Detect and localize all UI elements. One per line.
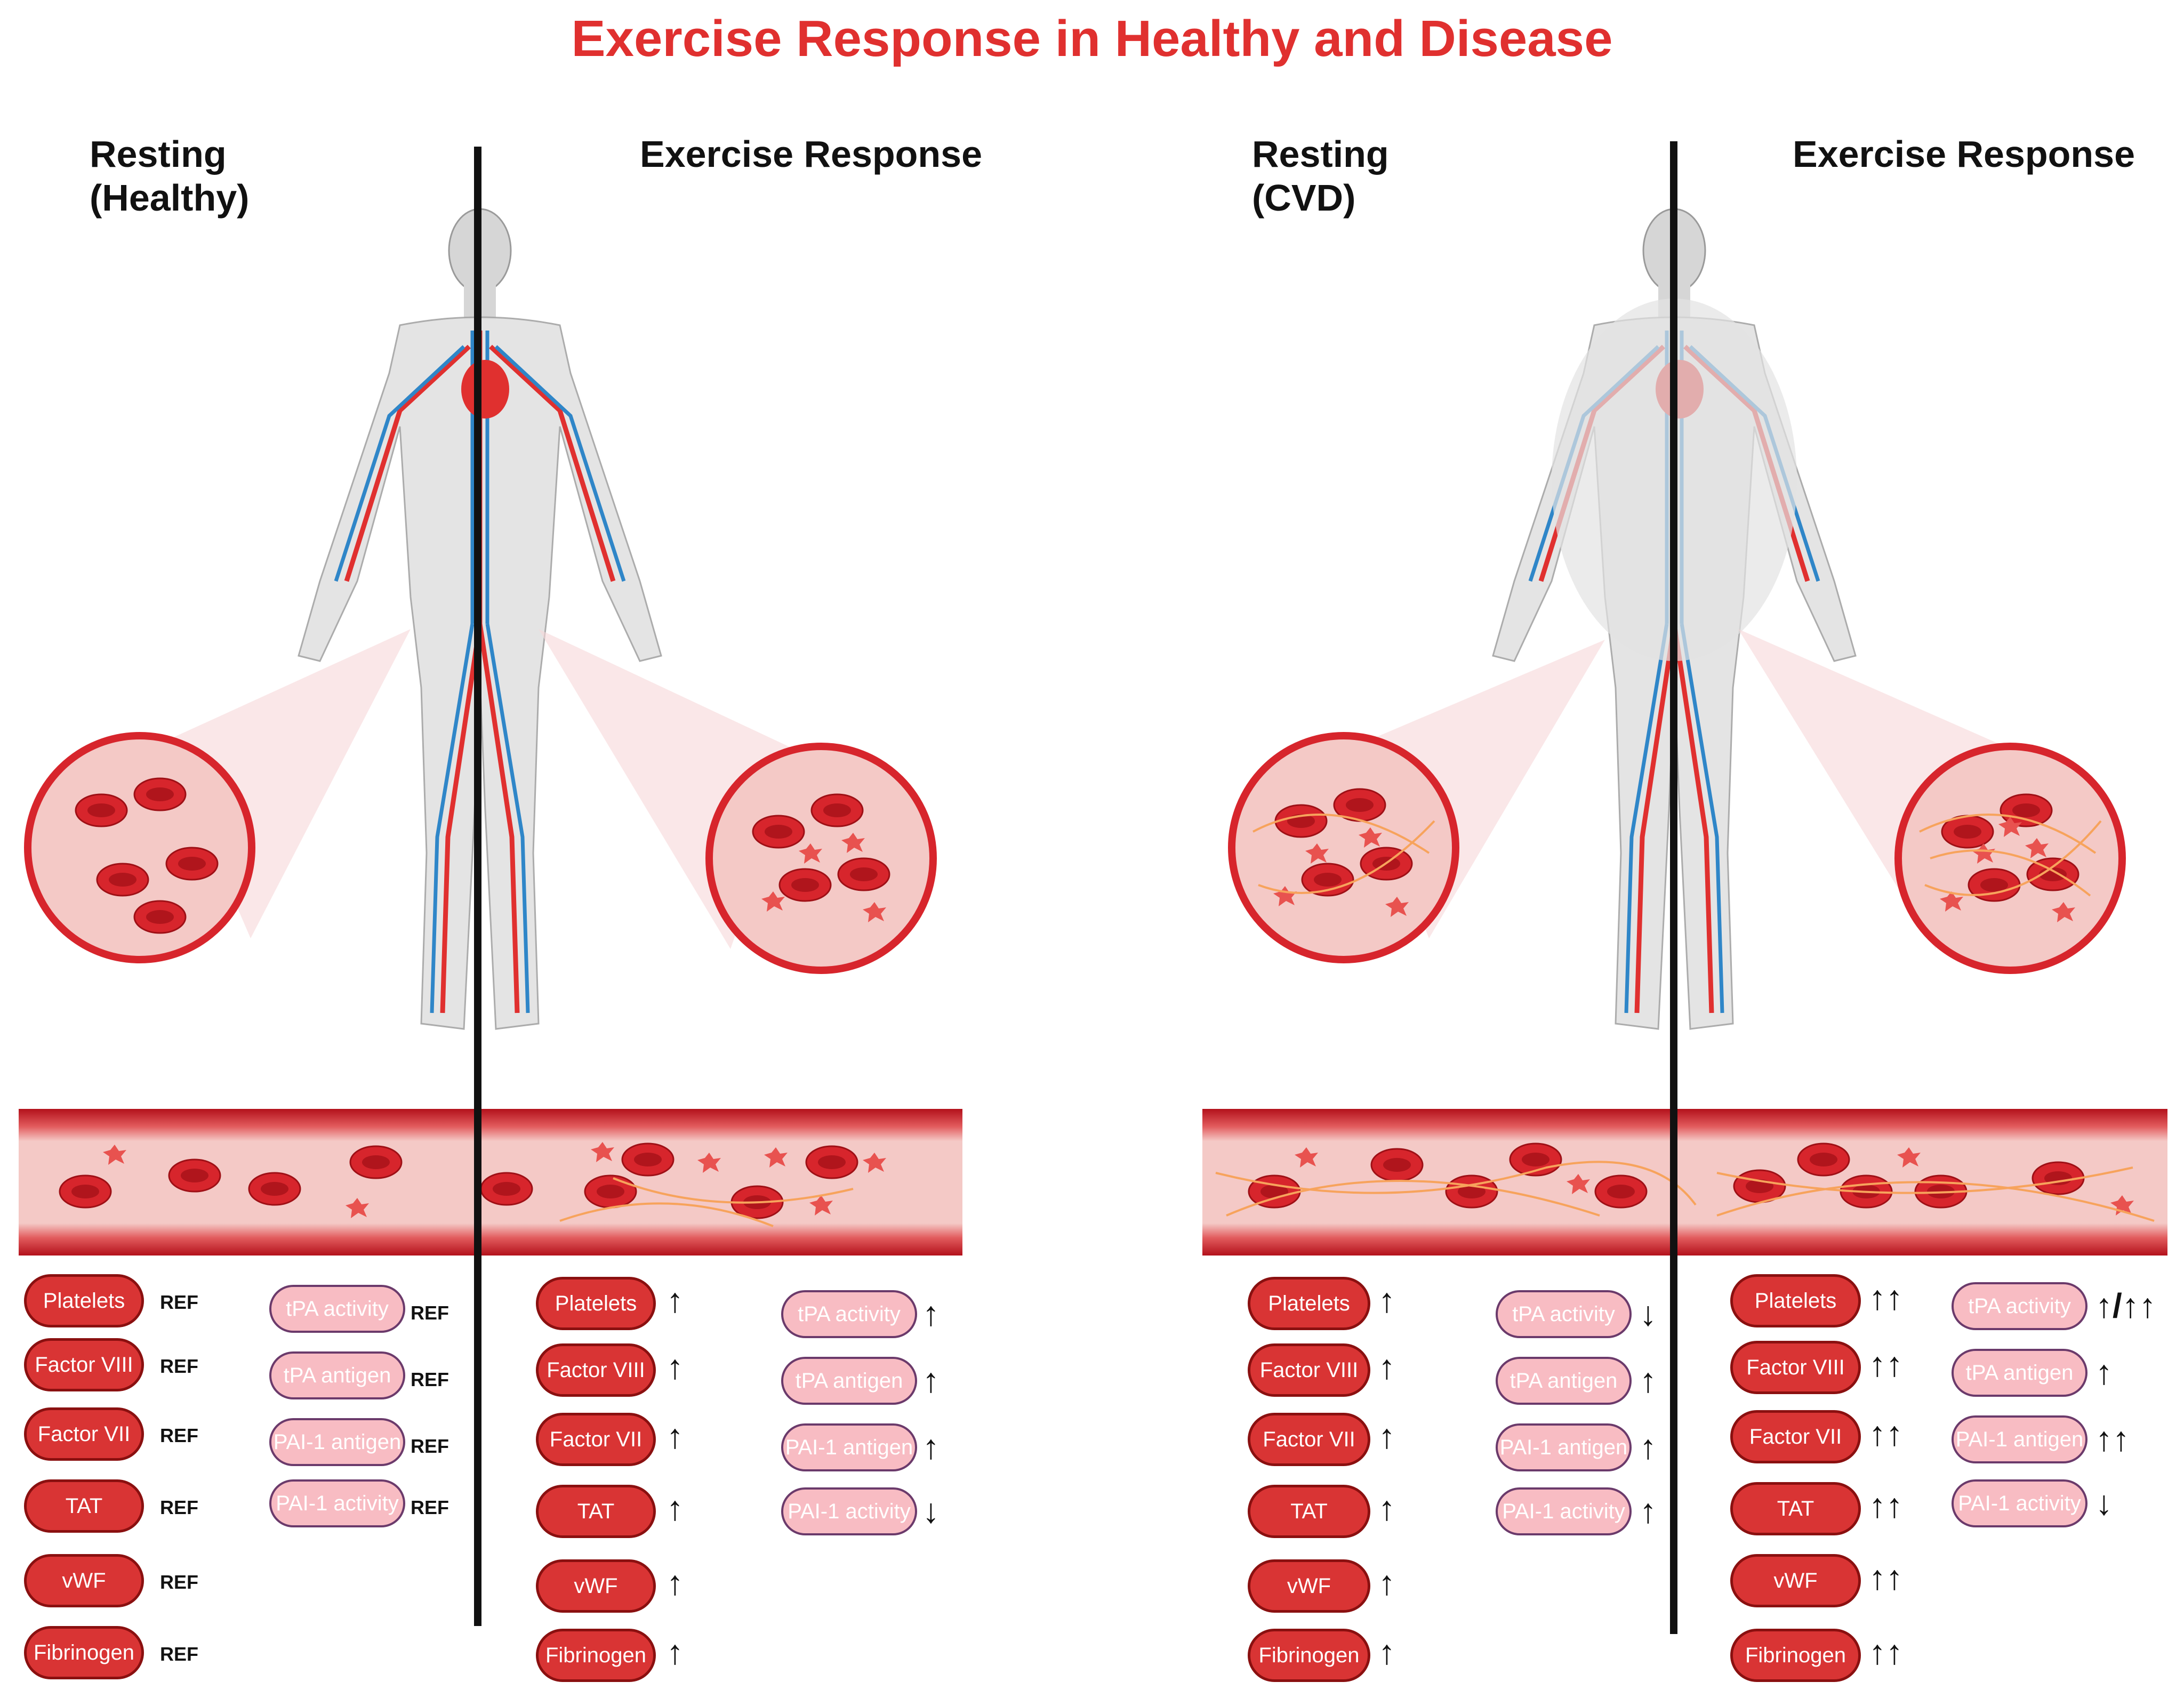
cvd-rest-fibrinolysis-pill: PAI-1 antigen <box>1496 1423 1632 1471</box>
cvd-exercise-fibrinolysis-1-change-indicator: ↑ <box>2095 1353 2113 1391</box>
cvd-exercise-coagulation-pill: Factor VII <box>1730 1410 1861 1463</box>
healthy-rest-factor-2-change-indicator: REF <box>160 1425 198 1446</box>
healthy-exercise-fibrinolysis-pill: PAI-1 antigen <box>781 1423 917 1471</box>
cvd-exercise-fibrinolysis-pill: tPA antigen <box>1952 1349 2087 1397</box>
cvd-exercise-fibrinolysis-2-change-indicator: ↑↑ <box>2095 1420 2130 1458</box>
healthy-rest-factor-3-change-indicator: REF <box>160 1496 198 1518</box>
cvd-rest-factor-1-change-indicator: ↑ <box>1378 1348 1395 1386</box>
healthy-rest-factor-0-change-indicator: REF <box>160 1291 198 1313</box>
cvd-rest-coagulation-pill: vWF <box>1248 1559 1370 1613</box>
cvd-rest-coagulation-pill: Factor VIII <box>1248 1343 1370 1397</box>
healthy-rest-fibrinolysis-1-change-indicator: REF <box>411 1369 449 1390</box>
healthy-exercise-coagulation-pill: Fibrinogen <box>536 1629 656 1682</box>
healthy-rest-coagulation-pill: vWF <box>24 1554 144 1607</box>
heading-cvd-exercise: Exercise Response <box>1793 133 2135 175</box>
cvd-exercise-coagulation-pill: vWF <box>1730 1554 1861 1607</box>
healthy-exercise-coagulation-pill: Factor VIII <box>536 1343 656 1397</box>
cvd-exercise-coagulation-pill: TAT <box>1730 1482 1861 1535</box>
healthy-rest-fibrinolysis-0-change-indicator: REF <box>411 1302 449 1324</box>
healthy-exercise-factor-1-change-indicator: ↑ <box>667 1348 684 1386</box>
healthy-rest-fibrinolysis-pill: tPA activity <box>269 1285 405 1333</box>
cvd-rest-fibrinolysis-pill: tPA antigen <box>1496 1357 1632 1405</box>
divider-healthy <box>474 147 481 1626</box>
cvd-exercise-fibrinolysis-pill: tPA activity <box>1952 1282 2087 1330</box>
cvd-rest-factor-3-change-indicator: ↑ <box>1378 1489 1395 1527</box>
cvd-rest-factor-5-change-indicator: ↑ <box>1378 1633 1395 1671</box>
heading-cvd-resting: Resting (CVD) <box>1252 133 1389 219</box>
cvd-exercise-coagulation-pill: Platelets <box>1730 1274 1861 1327</box>
healthy-rest-fibrinolysis-3-change-indicator: REF <box>411 1496 449 1518</box>
healthy-exercise-fibrinolysis-pill: PAI-1 activity <box>781 1487 917 1535</box>
healthy-exercise-fibrinolysis-pill: tPA activity <box>781 1290 917 1338</box>
healthy-exercise-fibrinolysis-1-change-indicator: ↑ <box>922 1361 940 1399</box>
cvd-rest-coagulation-pill: Fibrinogen <box>1248 1629 1370 1682</box>
cvd-vessel-cells <box>1215 1142 2155 1222</box>
healthy-rest-factor-1-change-indicator: REF <box>160 1355 198 1377</box>
cvd-exercise-coagulation-pill: Fibrinogen <box>1730 1629 1861 1682</box>
cvd-rest-fibrinolysis-pill: PAI-1 activity <box>1496 1487 1632 1535</box>
healthy-rest-coagulation-pill: Factor VII <box>24 1407 144 1461</box>
cvd-exercise-fibrinolysis-pill: PAI-1 activity <box>1952 1479 2087 1527</box>
cvd-rest-fibrinolysis-pill: tPA activity <box>1496 1290 1632 1338</box>
cvd-rest-coagulation-pill: Factor VII <box>1248 1413 1370 1466</box>
cvd-rest-factor-2-change-indicator: ↑ <box>1378 1417 1395 1455</box>
healthy-rest-coagulation-pill: Platelets <box>24 1274 144 1327</box>
healthy-exercise-coagulation-pill: TAT <box>536 1485 656 1538</box>
healthy-exercise-factor-2-change-indicator: ↑ <box>667 1417 684 1455</box>
healthy-rest-coagulation-pill: Factor VIII <box>24 1338 144 1391</box>
healthy-exercise-factor-3-change-indicator: ↑ <box>667 1489 684 1527</box>
heading-healthy-exercise: Exercise Response <box>640 133 983 175</box>
healthy-exercise-zoom-circle <box>705 743 937 974</box>
cvd-exercise-factor-4-change-indicator: ↑↑ <box>1869 1558 1903 1597</box>
healthy-rest-coagulation-pill: Fibrinogen <box>24 1626 144 1679</box>
healthy-exercise-coagulation-pill: Platelets <box>536 1277 656 1330</box>
cvd-rest-coagulation-pill: Platelets <box>1248 1277 1370 1330</box>
cvd-exercise-fibrinolysis-3-change-indicator: ↓ <box>2095 1484 2113 1522</box>
cvd-exercise-factor-2-change-indicator: ↑↑ <box>1869 1414 1903 1453</box>
cvd-rest-coagulation-pill: TAT <box>1248 1485 1370 1538</box>
cvd-rest-fibrinolysis-2-change-indicator: ↑ <box>1640 1428 1657 1466</box>
cvd-rest-fibrinolysis-0-change-indicator: ↓ <box>1640 1294 1657 1333</box>
healthy-vessel-cells <box>59 1142 886 1227</box>
healthy-rest-fibrinolysis-pill: tPA antigen <box>269 1351 405 1399</box>
healthy-exercise-factor-5-change-indicator: ↑ <box>667 1633 684 1671</box>
cvd-exercise-factor-0-change-indicator: ↑↑ <box>1869 1278 1903 1317</box>
healthy-exercise-fibrinolysis-0-change-indicator: ↑ <box>922 1294 940 1333</box>
cvd-exercise-fibrinolysis-pill: PAI-1 antigen <box>1952 1415 2087 1463</box>
healthy-exercise-factor-4-change-indicator: ↑ <box>667 1564 684 1602</box>
healthy-rest-fibrinolysis-pill: PAI-1 activity <box>269 1479 405 1527</box>
cvd-rest-fibrinolysis-1-change-indicator: ↑ <box>1640 1361 1657 1399</box>
cvd-exercise-coagulation-pill: Factor VIII <box>1730 1341 1861 1394</box>
divider-cvd <box>1670 141 1677 1634</box>
healthy-exercise-coagulation-pill: Factor VII <box>536 1413 656 1466</box>
cvd-rest-fibrinolysis-3-change-indicator: ↑ <box>1640 1492 1657 1530</box>
cvd-exercise-fibrinolysis-0-change-indicator: ↑/↑↑ <box>2095 1286 2156 1325</box>
cvd-blood-vessel <box>1202 1109 2167 1256</box>
healthy-rest-factor-5-change-indicator: REF <box>160 1643 198 1665</box>
cvd-exercise-factor-1-change-indicator: ↑↑ <box>1869 1345 1903 1383</box>
healthy-rest-fibrinolysis-2-change-indicator: REF <box>411 1435 449 1457</box>
healthy-exercise-fibrinolysis-3-change-indicator: ↓ <box>922 1492 940 1530</box>
cvd-rest-factor-0-change-indicator: ↑ <box>1378 1281 1395 1319</box>
healthy-rest-factor-4-change-indicator: REF <box>160 1571 198 1593</box>
healthy-exercise-coagulation-pill: vWF <box>536 1559 656 1613</box>
cvd-rest-factor-4-change-indicator: ↑ <box>1378 1564 1395 1602</box>
heading-healthy-resting: Resting (Healthy) <box>90 133 250 219</box>
cvd-exercise-factor-5-change-indicator: ↑↑ <box>1869 1633 1903 1671</box>
cvd-exercise-factor-3-change-indicator: ↑↑ <box>1869 1486 1903 1525</box>
healthy-exercise-fibrinolysis-pill: tPA antigen <box>781 1357 917 1405</box>
cvd-rest-zoom-circle <box>1228 732 1459 963</box>
cvd-exercise-zoom-circle <box>1894 743 2126 974</box>
healthy-rest-fibrinolysis-pill: PAI-1 antigen <box>269 1418 405 1466</box>
healthy-rest-zoom-circle <box>24 732 255 963</box>
healthy-exercise-fibrinolysis-2-change-indicator: ↑ <box>922 1428 940 1466</box>
figure-title: Exercise Response in Healthy and Disease <box>571 10 1613 67</box>
healthy-rest-coagulation-pill: TAT <box>24 1479 144 1533</box>
healthy-exercise-factor-0-change-indicator: ↑ <box>667 1281 684 1319</box>
